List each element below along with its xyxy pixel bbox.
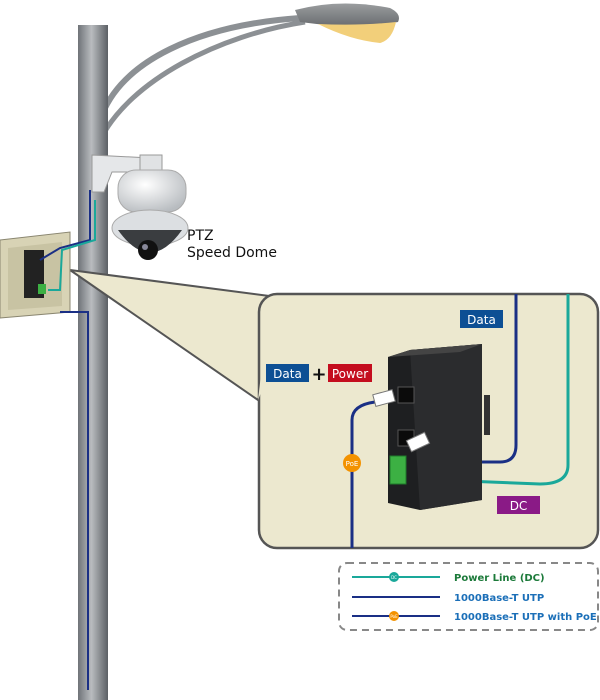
svg-text:1000Base-T UTP: 1000Base-T UTP — [454, 593, 544, 604]
legend-item-utp: 1000Base-T UTP — [352, 593, 544, 604]
svg-text:PoE: PoE — [346, 460, 359, 468]
rj45-connector-icon — [372, 389, 431, 453]
street-lamp-icon — [295, 3, 399, 43]
dc-tag: DC — [497, 496, 540, 514]
enclosure-box — [0, 231, 71, 319]
data-tag-top: Data — [460, 310, 503, 328]
svg-text:Data: Data — [273, 367, 302, 381]
poe-injector-device-icon — [388, 344, 490, 510]
svg-text:Power: Power — [332, 367, 368, 381]
svg-text:DC: DC — [391, 575, 397, 580]
legend-item-power-line: DC Power Line (DC) — [352, 572, 545, 584]
svg-text:DC: DC — [510, 499, 528, 513]
poe-badge: PoE — [343, 454, 361, 472]
pole-cable-utp — [39, 190, 91, 690]
ptz-camera-icon — [91, 154, 189, 260]
svg-text:+: + — [311, 364, 326, 385]
camera-label-line1: PTZ — [187, 228, 214, 244]
data-power-tag: Data + Power — [266, 364, 372, 385]
lamp-arm — [97, 15, 306, 142]
svg-text:PoE: PoE — [390, 614, 398, 619]
camera-label-line2: Speed Dome — [187, 245, 277, 261]
pole-cable-dc — [48, 200, 96, 291]
svg-text:Power Line (DC): Power Line (DC) — [454, 573, 545, 584]
legend: DC Power Line (DC) 1000Base-T UTP PoE 10… — [338, 562, 599, 631]
legend-item-utp-poe: PoE 1000Base-T UTP with PoE — [352, 611, 597, 623]
pole — [78, 25, 108, 700]
svg-text:Data: Data — [467, 313, 496, 327]
svg-text:1000Base-T UTP with PoE: 1000Base-T UTP with PoE — [454, 612, 597, 623]
